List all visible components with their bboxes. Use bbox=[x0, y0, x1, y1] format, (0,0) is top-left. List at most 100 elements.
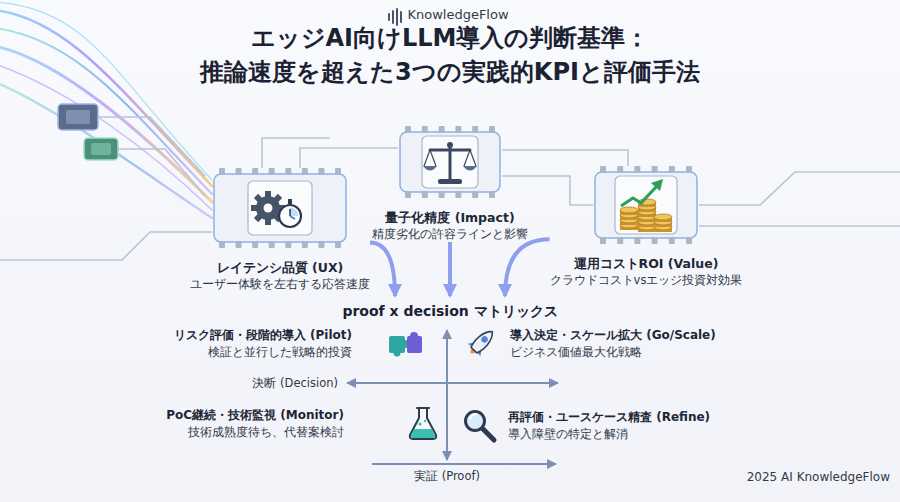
circuit-traces-part bbox=[98, 117, 205, 176]
axis-label: 決断 (Decision) bbox=[252, 376, 338, 391]
chip-illustration-part bbox=[214, 174, 346, 242]
footer-credit: 2025 AI KnowledgeFlow bbox=[747, 470, 890, 485]
data-streams-part bbox=[0, 46, 212, 202]
flask-icon-part bbox=[410, 408, 436, 439]
chip-illustration-part bbox=[447, 142, 453, 148]
chip-shape bbox=[593, 166, 699, 244]
quadrant-text: 再評価・ユースケース精査 (Refine)導入障壁の特定と解消 bbox=[508, 409, 710, 442]
chip-illustration-part bbox=[279, 205, 301, 227]
chip-illustration-part bbox=[318, 241, 324, 248]
chip-illustration-part bbox=[652, 166, 658, 173]
quadrant-title: リスク評価・段階的導入 (Pilot) bbox=[174, 327, 352, 344]
chip-illustration-part bbox=[600, 237, 606, 244]
circuit-traces-part bbox=[300, 148, 398, 168]
chip-illustration-part bbox=[621, 186, 657, 206]
magnifier-icon-part bbox=[482, 428, 494, 440]
chip-illustration-part bbox=[455, 126, 461, 133]
chip-illustration-part bbox=[269, 241, 275, 248]
quadrant-item: 再評価・ユースケース精査 (Refine)導入障壁の特定と解消 bbox=[460, 406, 710, 444]
chip-illustration-part bbox=[620, 207, 638, 213]
chip-illustration-part bbox=[405, 191, 411, 198]
small-chips-part bbox=[91, 143, 111, 155]
metric-description: クラウドコストvsエッジ投資対効果 bbox=[550, 272, 743, 288]
chip-illustration-part bbox=[264, 204, 273, 213]
quadrant-icon-holder bbox=[404, 404, 442, 442]
circuit-traces bbox=[0, 117, 900, 260]
quadrant-title: PoC継続・技術監視 (Monitor) bbox=[166, 407, 344, 424]
small-chips-part bbox=[58, 104, 98, 130]
circuit-traces-part bbox=[262, 138, 330, 168]
chip-illustration-part bbox=[472, 191, 478, 198]
chip-illustration-part bbox=[652, 237, 658, 244]
chip-illustration-part bbox=[617, 166, 623, 173]
chip-illustration-part bbox=[615, 176, 677, 234]
brand-name: KnowledgeFlow bbox=[407, 7, 508, 22]
chip-illustration bbox=[398, 126, 502, 198]
quadrant-title: 再評価・ユースケース精査 (Refine) bbox=[508, 409, 710, 426]
quadrant-description: 検証と並行した戦略的投資 bbox=[174, 344, 352, 360]
kpi-chip: レイテンシ品質 (UX)ユーザー体験を左右する応答速度 bbox=[190, 168, 370, 292]
chip-illustration-part bbox=[219, 241, 225, 248]
chip-illustration-part bbox=[256, 196, 280, 220]
chip-illustration-part bbox=[252, 168, 258, 175]
chip-illustration-part bbox=[422, 191, 428, 198]
chip-illustration-part bbox=[285, 241, 291, 248]
chip-illustration-part bbox=[669, 166, 675, 173]
puzzle-icon-part bbox=[394, 350, 401, 357]
chip-illustration-part bbox=[290, 208, 299, 217]
rocket-icon-part bbox=[480, 335, 489, 344]
data-streams-part bbox=[0, 82, 212, 218]
flask-icon-part bbox=[411, 429, 436, 438]
circuit-traces-part bbox=[502, 150, 628, 166]
chip-illustration-part bbox=[289, 209, 291, 216]
quadrant-text: リスク評価・段階的導入 (Pilot)検証と並行した戦略的投資 bbox=[174, 327, 352, 360]
brand-icon-part bbox=[396, 8, 398, 26]
puzzle-icon-part bbox=[410, 332, 418, 340]
circuit-traces-part bbox=[699, 225, 900, 227]
quadrant-description: 技術成熟度待ち、代替案検討 bbox=[166, 424, 344, 440]
chip-illustration-part bbox=[439, 126, 445, 133]
metric-description: 精度劣化の許容ラインと影響 bbox=[372, 226, 528, 242]
quadrant-text: 導入決定・スケール拡大 (Go/Scale)ビジネス価値最大化戦略 bbox=[510, 327, 716, 360]
circuit-traces-part bbox=[0, 232, 212, 260]
matrix-axes-part bbox=[347, 382, 558, 384]
chip-illustration-part bbox=[430, 149, 470, 152]
flask-icon bbox=[404, 404, 442, 442]
quadrant-item: リスク評価・段階的導入 (Pilot)検証と並行した戦略的投資 bbox=[174, 324, 424, 362]
metric-title: レイテンシ品質 (UX) bbox=[190, 260, 370, 276]
chip-illustration-part bbox=[634, 237, 640, 244]
matrix-region: proof x decision マトリックスリスク評価・段階的導入 (Pilo… bbox=[180, 296, 720, 494]
metric-description: ユーザー体験を左右する応答速度 bbox=[190, 276, 370, 292]
chip-illustration-part bbox=[219, 168, 225, 175]
chip-illustration-part bbox=[654, 214, 672, 220]
chip-caption: 量子化精度 (Impact)精度劣化の許容ラインと影響 bbox=[372, 210, 528, 242]
quadrant-item: 導入決定・スケール拡大 (Go/Scale)ビジネス価値最大化戦略 bbox=[462, 324, 716, 362]
quadrant-icon-holder bbox=[460, 406, 498, 444]
small-chips bbox=[58, 104, 118, 160]
flask-icon-part bbox=[424, 420, 426, 422]
chip-illustration-part bbox=[686, 166, 692, 173]
chip-illustration-part bbox=[290, 216, 295, 219]
quadrant-item: PoC継続・技術監視 (Monitor)技術成熟度待ち、代替案検討 bbox=[166, 404, 442, 442]
chip-illustration-part bbox=[489, 126, 495, 133]
chip-illustration-part bbox=[422, 126, 428, 133]
chip-shape bbox=[212, 168, 348, 248]
flow-arrow bbox=[370, 242, 395, 296]
chip-illustration-part bbox=[236, 168, 242, 175]
metric-title: 量子化精度 (Impact) bbox=[372, 210, 528, 226]
chip-illustration-part bbox=[669, 237, 675, 244]
kpi-chip: 量子化精度 (Impact)精度劣化の許容ラインと影響 bbox=[372, 126, 528, 242]
brand-icon-part bbox=[400, 11, 402, 23]
magnifier-icon-part bbox=[470, 414, 476, 418]
kpi-chip: 運用コストROI (Value)クラウドコストvsエッジ投資対効果 bbox=[550, 166, 743, 288]
chip-illustration-part bbox=[302, 168, 308, 175]
diagram-title: エッジAI向けLLM導入の判断基準： 推論速度を超えた3つの実践的KPIと評価手… bbox=[130, 22, 770, 89]
circuit-traces-part bbox=[699, 172, 900, 205]
quadrant-description: ビジネス価値最大化戦略 bbox=[510, 344, 716, 360]
metric-title: 運用コストROI (Value) bbox=[550, 256, 743, 272]
flask-icon-part bbox=[418, 422, 421, 425]
chip-illustration-part bbox=[400, 132, 500, 192]
axis-label: 実証 (Proof) bbox=[414, 469, 480, 484]
chip-illustration-part bbox=[252, 241, 258, 248]
data-streams bbox=[0, 2, 212, 218]
